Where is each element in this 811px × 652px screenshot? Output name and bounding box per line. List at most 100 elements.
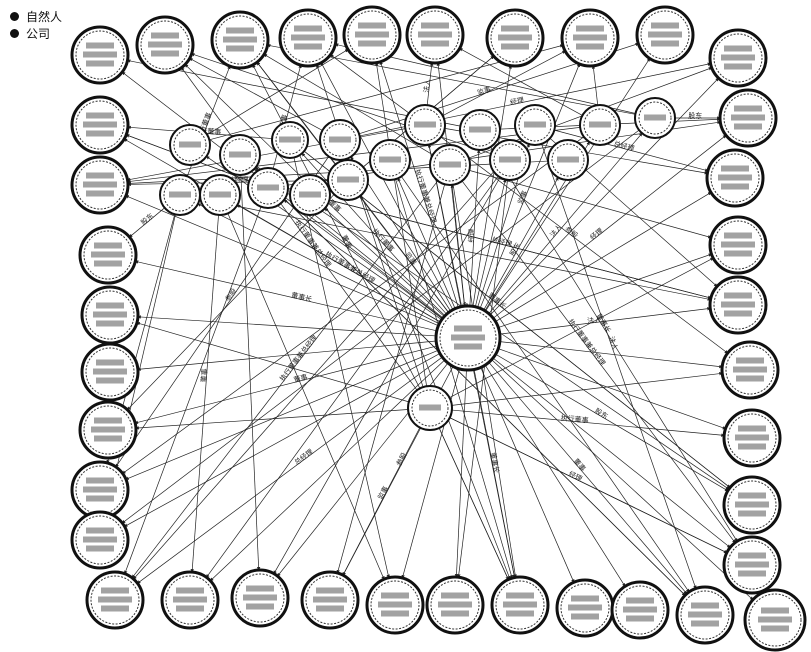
relation-edge: [492, 357, 731, 548]
node-label-glyphs: [93, 368, 127, 375]
company-node[interactable]: [610, 580, 670, 640]
hub-node[interactable]: [407, 385, 453, 431]
person-node[interactable]: [489, 139, 531, 181]
person-node[interactable]: [459, 109, 501, 151]
node-label-glyphs: [738, 492, 766, 499]
edge-relation-label: 总经理: [490, 235, 513, 249]
person-node[interactable]: [219, 134, 261, 176]
company-node[interactable]: [485, 8, 545, 68]
person-node[interactable]: [634, 97, 676, 139]
edge-relation-label: 执行董事: [560, 413, 589, 425]
company-node[interactable]: [555, 578, 615, 638]
company-dot-icon: [10, 29, 19, 38]
person-node[interactable]: [271, 121, 309, 159]
node-label-glyphs: [96, 302, 124, 309]
node-label-glyphs: [571, 613, 599, 620]
person-node[interactable]: [247, 167, 289, 209]
company-node[interactable]: [365, 575, 425, 635]
company-node[interactable]: [70, 155, 130, 215]
edge-relation-label: 监事: [403, 250, 419, 267]
company-node[interactable]: [278, 8, 338, 68]
company-node[interactable]: [80, 285, 140, 345]
person-node[interactable]: [199, 174, 241, 216]
company-node[interactable]: [743, 588, 807, 652]
edge-relation-label: 法人: [422, 78, 432, 93]
node-label-glyphs: [94, 242, 122, 249]
company-node[interactable]: [210, 10, 270, 70]
edge-relation-label: 董事: [199, 368, 209, 383]
node-label-glyphs: [734, 105, 762, 112]
hub-node[interactable]: [434, 304, 502, 372]
relation-edge: [126, 59, 461, 127]
company-node[interactable]: [78, 400, 138, 460]
person-node[interactable]: [369, 139, 411, 181]
company-node[interactable]: [405, 5, 465, 65]
person-node[interactable]: [547, 139, 589, 181]
relation-edge: [498, 348, 727, 430]
relation-edge: [189, 58, 323, 131]
node-label-glyphs: [651, 40, 679, 47]
company-node[interactable]: [722, 475, 782, 535]
company-node[interactable]: [708, 28, 768, 88]
node-label-glyphs: [86, 545, 114, 552]
node-label-glyphs: [557, 156, 579, 163]
company-node[interactable]: [708, 275, 768, 335]
company-node[interactable]: [80, 342, 140, 402]
relation-edge: [454, 369, 467, 578]
company-node[interactable]: [635, 5, 695, 65]
node-label-glyphs: [173, 596, 207, 603]
node-label-glyphs: [86, 60, 114, 67]
relation-edge: [252, 64, 421, 389]
relation-edge: [330, 54, 410, 114]
company-node[interactable]: [70, 460, 130, 520]
company-node[interactable]: [708, 215, 768, 275]
company-node[interactable]: [342, 5, 402, 65]
person-node[interactable]: [404, 104, 446, 146]
company-node[interactable]: [560, 8, 620, 68]
company-node[interactable]: [722, 408, 782, 468]
relation-edge: [499, 307, 711, 335]
person-node[interactable]: [514, 104, 556, 146]
company-node[interactable]: [160, 570, 220, 630]
company-node[interactable]: [85, 570, 145, 630]
company-node[interactable]: [70, 95, 130, 155]
person-node[interactable]: [327, 159, 369, 201]
relation-edge: [206, 49, 349, 135]
node-label-glyphs: [738, 552, 766, 559]
company-node[interactable]: [675, 585, 735, 645]
company-node[interactable]: [722, 535, 782, 595]
person-node[interactable]: [319, 119, 361, 161]
company-node[interactable]: [135, 15, 195, 75]
person-node[interactable]: [579, 104, 621, 146]
company-node[interactable]: [705, 148, 765, 208]
edge-relation-label: 经理: [467, 228, 477, 242]
relation-edge: [121, 129, 640, 524]
company-node[interactable]: [78, 225, 138, 285]
company-node[interactable]: [70, 25, 130, 85]
person-node[interactable]: [159, 174, 201, 216]
relation-edge: [461, 180, 736, 544]
node-label-glyphs: [246, 603, 274, 610]
company-node[interactable]: [490, 575, 550, 635]
company-node[interactable]: [720, 340, 780, 400]
company-node[interactable]: [425, 575, 485, 635]
relation-edge: [303, 150, 731, 489]
company-node[interactable]: [300, 570, 360, 630]
person-node[interactable]: [289, 174, 331, 216]
relation-edge: [472, 65, 512, 307]
person-node[interactable]: [429, 144, 471, 186]
node-label-glyphs: [761, 607, 789, 614]
person-node[interactable]: [169, 124, 211, 166]
relation-edge: [457, 179, 508, 578]
node-label-glyphs: [83, 181, 117, 188]
node-label-glyphs: [381, 610, 409, 617]
node-label-glyphs: [83, 51, 117, 58]
node-label-glyphs: [101, 605, 129, 612]
relation-edge: [199, 198, 712, 301]
company-node[interactable]: [718, 88, 778, 148]
relation-edge: [469, 149, 481, 307]
company-node[interactable]: [230, 568, 290, 628]
node-label-glyphs: [738, 425, 766, 432]
company-node[interactable]: [70, 510, 130, 570]
